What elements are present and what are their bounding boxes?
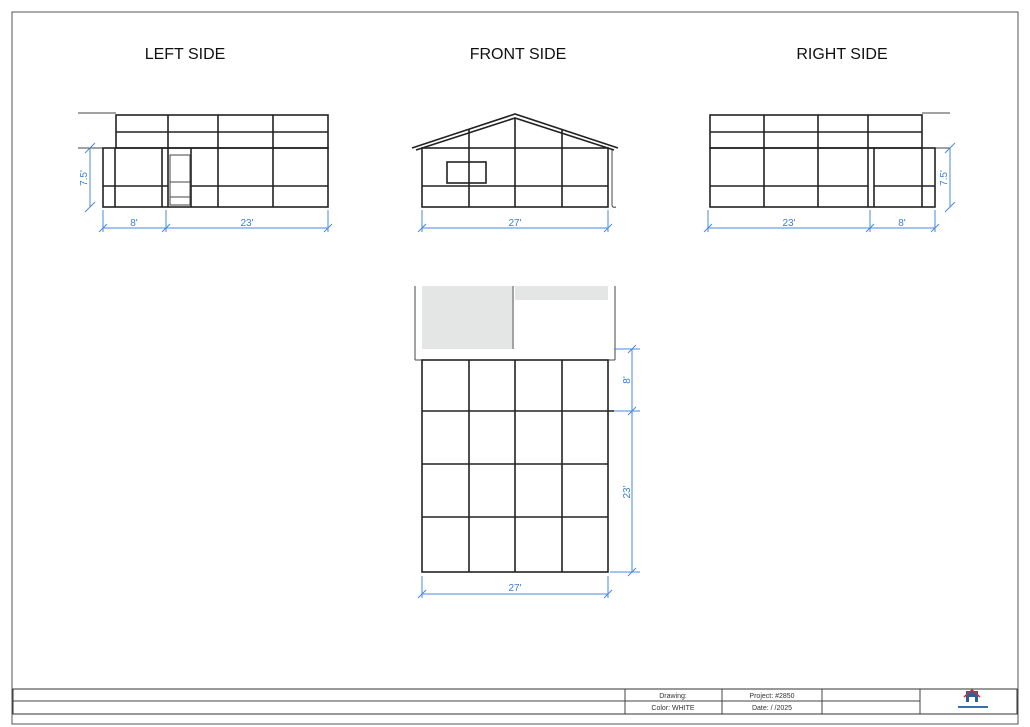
company-logo	[958, 689, 988, 708]
plan-dim-27: 27'	[508, 583, 521, 594]
date-label: Date: / /2025	[752, 705, 792, 712]
front-dim-27: 27'	[508, 218, 521, 229]
project-label: Project: #2850	[749, 693, 794, 700]
front-side-elevation: 27'	[411, 113, 619, 233]
left-height-dim: 7.5'	[79, 170, 90, 186]
left-dim-23: 23'	[240, 218, 253, 229]
right-dim-8: 8'	[898, 218, 906, 229]
right-side-title: RIGHT SIDE	[796, 46, 887, 63]
front-window	[446, 161, 487, 184]
right-dim-23: 23'	[782, 218, 795, 229]
plan-dim-8: 8'	[622, 376, 633, 384]
title-block: Drawing: Color: WHITE Project: #2850 Dat…	[12, 688, 1018, 715]
front-side-title: FRONT SIDE	[470, 46, 567, 63]
left-side-title: LEFT SIDE	[145, 46, 226, 63]
left-side-elevation: 7.5' 8' 23'	[78, 112, 333, 233]
color-label: Color: WHITE	[651, 705, 695, 712]
plan-dim-23: 23'	[622, 485, 633, 498]
drawing-label: Drawing:	[659, 693, 687, 700]
right-height-dim: 7.5'	[939, 170, 950, 186]
plan-view: 8' 23' 27'	[414, 286, 640, 599]
left-dim-8: 8'	[130, 218, 138, 229]
right-side-elevation: 7.5' 23' 8'	[703, 112, 956, 233]
door	[169, 154, 191, 206]
sheet-border	[11, 11, 1019, 725]
